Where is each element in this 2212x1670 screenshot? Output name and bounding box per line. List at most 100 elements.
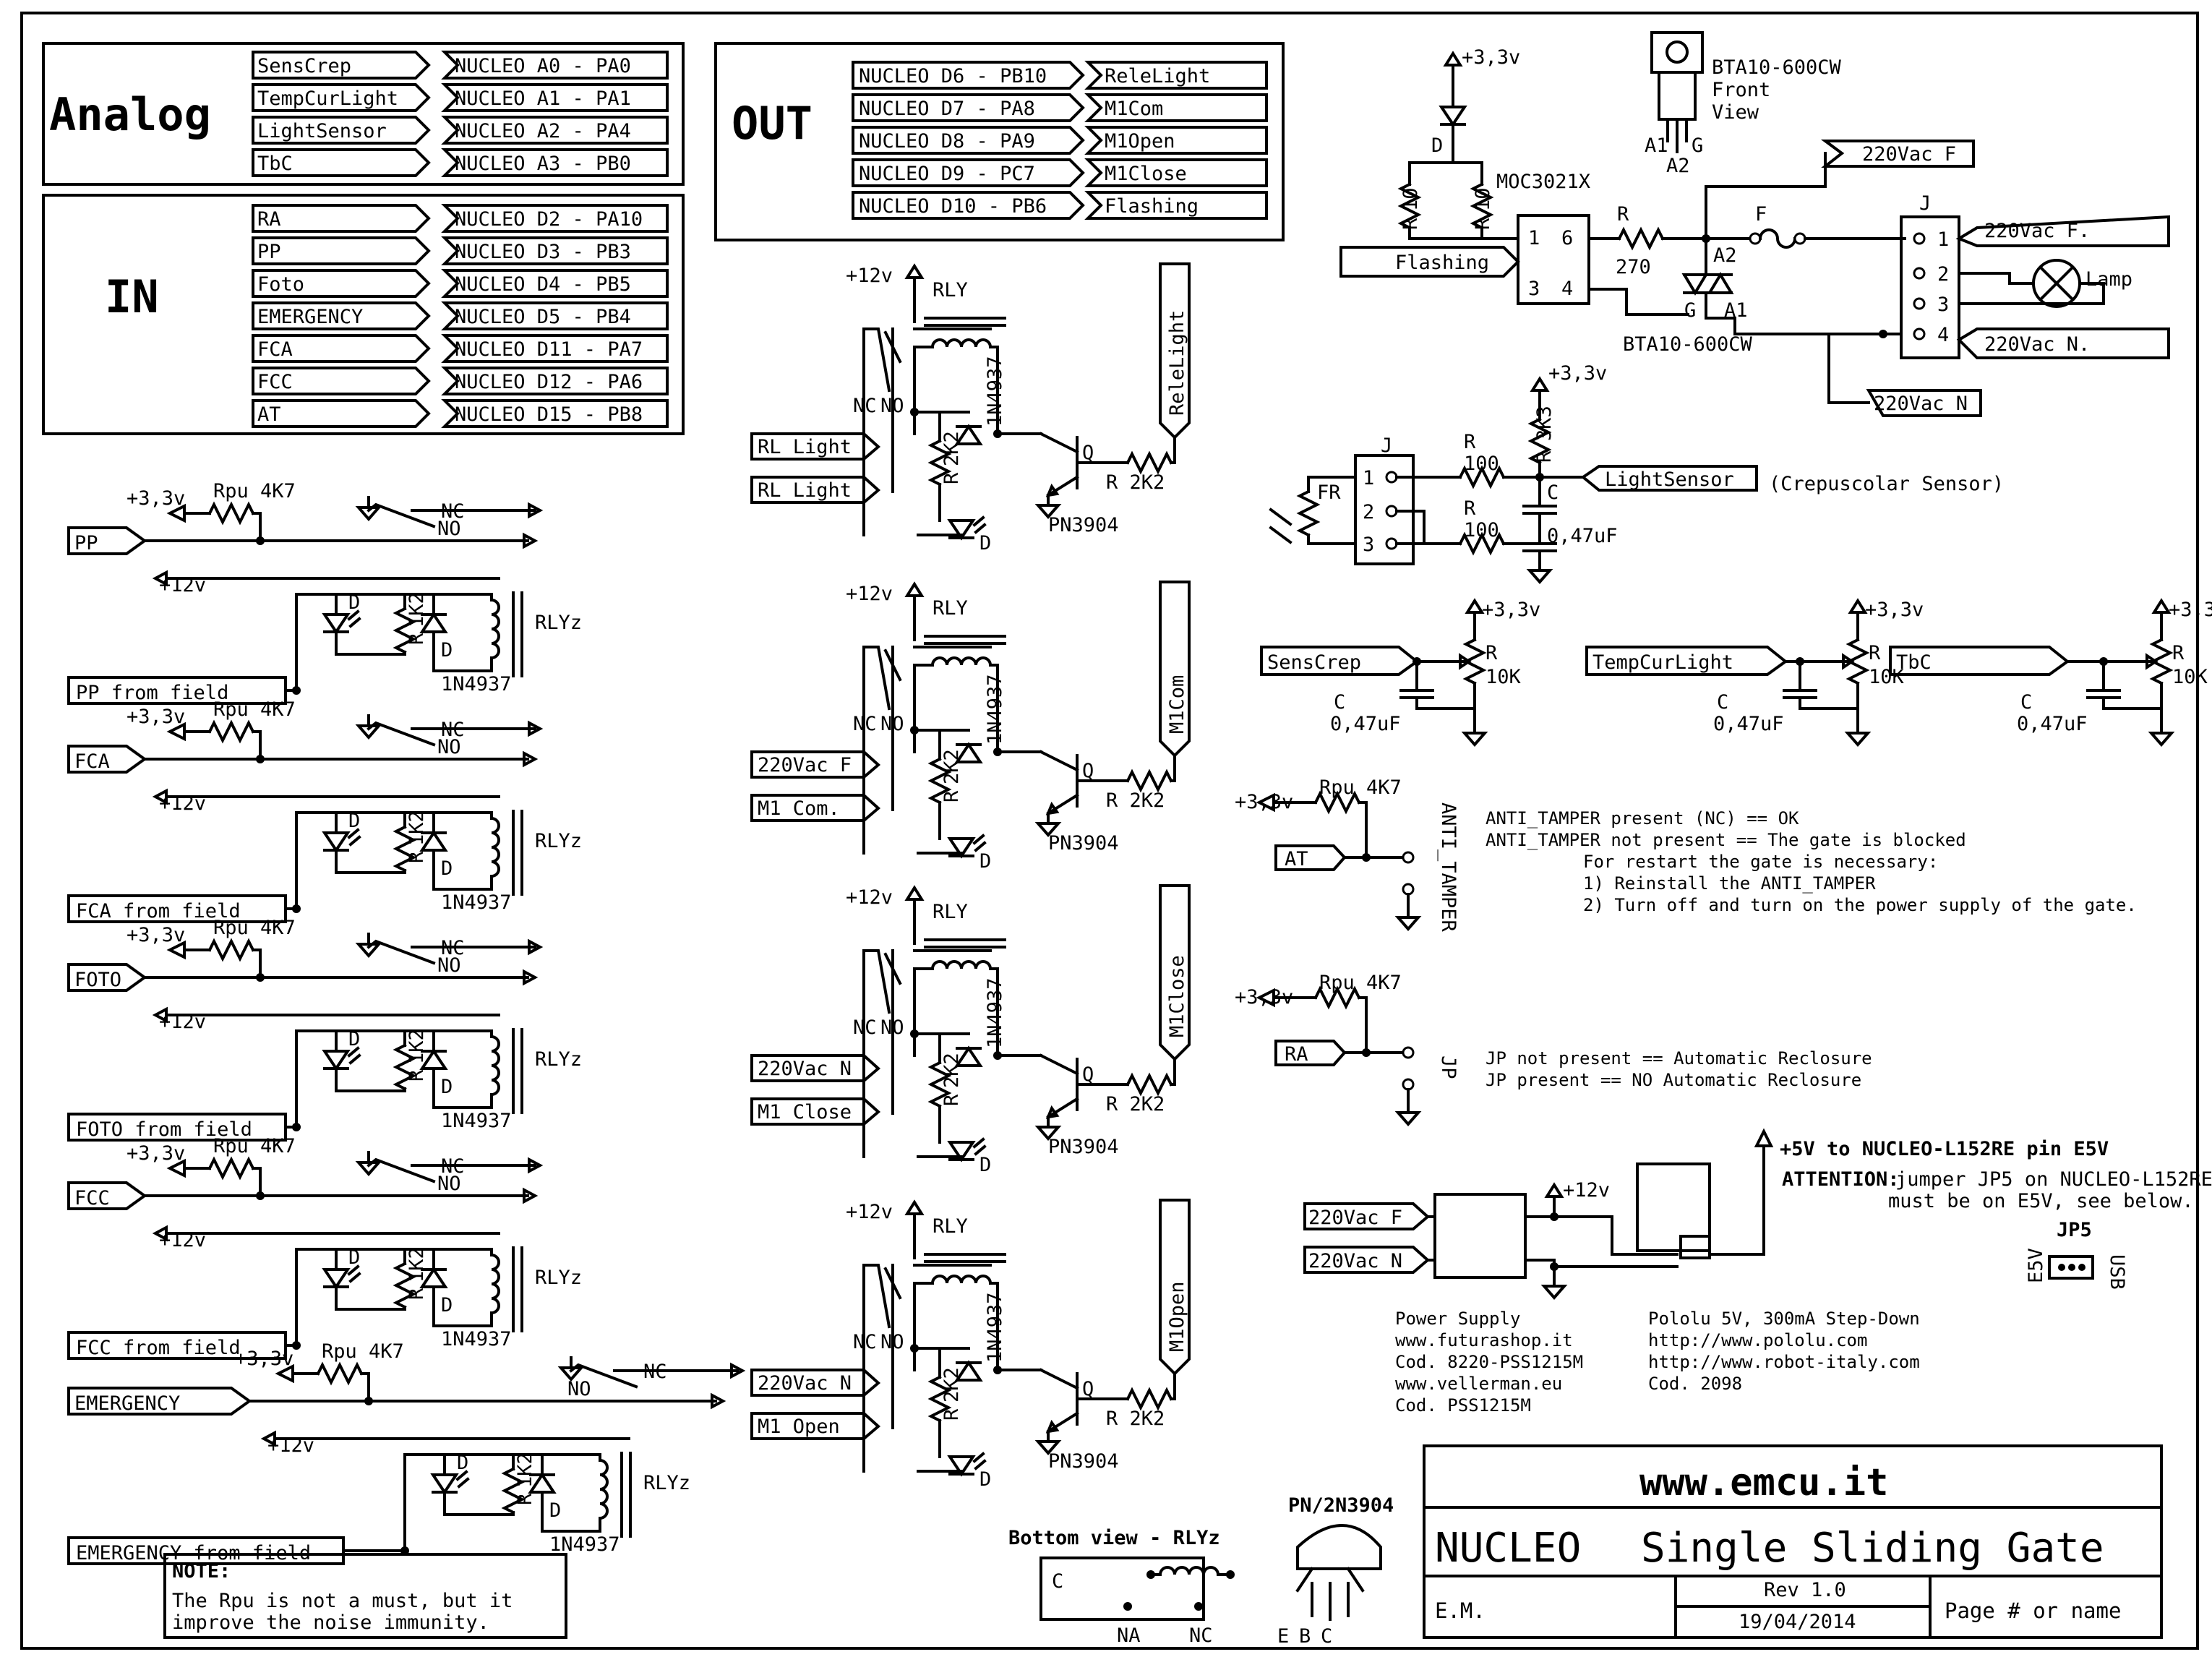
analog-table: Analog SensCrep NUCLEO A0 - PA0TempCurLig…: [42, 42, 685, 186]
svg-text:RLY: RLY: [933, 597, 968, 620]
title-text: Single Sliding Gate: [1641, 1525, 2104, 1572]
analog-net-row: SensCrep NUCLEO A0 - PA0: [252, 51, 669, 80]
relay-net-label: M1Close: [1166, 955, 1188, 1037]
port-at: AT: [1285, 848, 1308, 870]
svg-text:NC: NC: [441, 719, 465, 741]
analog-net-row-signal: SensCrep: [257, 55, 351, 77]
svg-text:Q: Q: [1082, 1378, 1094, 1400]
svg-text:100: 100: [1464, 519, 1499, 541]
in-net-row-signal: AT: [257, 403, 281, 426]
svg-text:+12v: +12v: [1563, 1179, 1610, 1202]
out-net-row-signal: ReleLight: [1105, 65, 1210, 87]
in-net-row-pin: NUCLEO D4 - PB5: [455, 273, 631, 296]
svg-text:R: R: [2172, 642, 2185, 664]
relay-input: RL Light: [758, 479, 852, 502]
in-net-row-pin: NUCLEO D2 - PA10: [455, 208, 643, 231]
svg-text:1N4937: 1N4937: [984, 674, 1006, 745]
svg-text:1N4937: 1N4937: [984, 1292, 1006, 1363]
out-net-row-signal: M1Close: [1105, 163, 1187, 185]
svg-text:NC: NC: [441, 937, 465, 959]
svg-text:R: R: [1486, 642, 1498, 664]
svg-text:D: D: [441, 857, 453, 880]
in-net-row-pin: NUCLEO D3 - PB3: [455, 241, 631, 263]
analog-net-row-pin: NUCLEO A0 - PA0: [455, 55, 631, 77]
note-line: Pololu 5V, 300mA Step-Down: [1648, 1309, 1920, 1329]
svg-text:3K3: 3K3: [1533, 406, 1556, 441]
svg-text:D: D: [441, 1076, 453, 1098]
title-author: E.M.: [1435, 1598, 1486, 1623]
svg-text:1K2: 1K2: [406, 1247, 428, 1283]
svg-text:jumper JP5 on NUCLEO-L152RE: jumper JP5 on NUCLEO-L152RE: [1895, 1168, 2212, 1191]
svg-text:Rpu 4K7: Rpu 4K7: [1319, 972, 1402, 994]
svg-text:D: D: [348, 810, 360, 832]
out-net-row: NUCLEO D9 - PC7 M1Close: [852, 158, 1268, 187]
svg-text:JP: JP: [1437, 1055, 1459, 1079]
out-net-row-pin: NUCLEO D7 - PA8: [859, 98, 1035, 120]
trimmer: +3,3vR10KTbCC0,47uF: [1889, 599, 2212, 746]
out-net-row-pin: NUCLEO D9 - PC7: [859, 163, 1035, 185]
svg-text:+12v: +12v: [846, 1201, 893, 1223]
svg-text:A2: A2: [1713, 244, 1737, 267]
svg-text:R: R: [1464, 497, 1476, 520]
analog-net-row-signal: TempCurLight: [257, 87, 398, 110]
svg-text:2: 2: [1363, 501, 1374, 523]
svg-text:+5V to NUCLEO-L152RE pin E5V: +5V to NUCLEO-L152RE pin E5V: [1780, 1138, 2109, 1160]
svg-text:2: 2: [1937, 263, 1949, 286]
analog-title: Analog: [49, 88, 211, 141]
in-title: IN: [105, 270, 159, 323]
svg-text:A1: A1: [1645, 134, 1668, 157]
out-net-row-pin: NUCLEO D8 - PA9: [859, 130, 1035, 153]
svg-text:Front: Front: [1712, 79, 1770, 101]
input-port: FOTO: [74, 969, 121, 991]
svg-text:G: G: [1692, 134, 1703, 157]
svg-text:10K: 10K: [1486, 666, 1522, 688]
svg-text:R: R: [1869, 642, 1881, 664]
out-net-row-signal: M1Com: [1105, 98, 1163, 120]
svg-text:1: 1: [1528, 227, 1540, 249]
svg-text:R: R: [940, 1094, 963, 1106]
in-net-row-signal: RA: [257, 208, 281, 231]
net-ps-220vac-n: 220Vac N: [1308, 1250, 1402, 1272]
relay-net-label: M1Com: [1166, 675, 1188, 734]
svg-text:D: D: [979, 1154, 991, 1176]
in-net-row-pin: NUCLEO D12 - PA6: [455, 371, 643, 393]
svg-text:improve the noise immunity.: improve the noise immunity.: [172, 1611, 489, 1634]
note-line: ANTI_TAMPER present (NC) == OK: [1486, 808, 1799, 828]
svg-text:E: E: [1277, 1625, 1289, 1648]
note-line: JP present == NO Automatic Reclosure: [1486, 1070, 1861, 1090]
svg-text:PN3904: PN3904: [1048, 832, 1119, 855]
svg-text:1K2: 1K2: [406, 1029, 428, 1064]
power-supply-circuit: 220Vac F 220Vac N +12v +5V to NUCLEO-L15…: [1303, 1128, 2212, 1416]
sheet-border: [20, 12, 2199, 1650]
svg-text:D: D: [348, 1246, 360, 1269]
input-port: FCC: [74, 1187, 110, 1209]
svg-text:2K2: 2K2: [940, 1367, 963, 1403]
svg-text:R: R: [1399, 218, 1422, 230]
in-net-row-signal: PP: [257, 241, 281, 263]
input-from-field: PP from field: [76, 682, 228, 704]
input-from-field: FCC from field: [76, 1337, 241, 1359]
svg-text:C: C: [2020, 691, 2032, 714]
relay-input: M1 Open: [758, 1416, 840, 1438]
svg-text:R: R: [940, 1408, 963, 1421]
svg-text:+3,3v: +3,3v: [1482, 599, 1540, 621]
svg-text:10K: 10K: [2172, 666, 2208, 688]
svg-text:10: 10: [1472, 187, 1494, 211]
svg-text:PN3904: PN3904: [1048, 514, 1119, 536]
svg-text:R: R: [406, 1288, 428, 1300]
svg-text:D: D: [549, 1499, 561, 1522]
svg-text:JP5: JP5: [2057, 1219, 2092, 1241]
out-net-row-pin: NUCLEO D10 - PB6: [859, 195, 1047, 218]
svg-text:NA: NA: [1117, 1624, 1141, 1647]
svg-text:R: R: [514, 1493, 536, 1505]
svg-text:10K: 10K: [1869, 666, 1905, 688]
svg-text:RLYz: RLYz: [643, 1472, 690, 1494]
